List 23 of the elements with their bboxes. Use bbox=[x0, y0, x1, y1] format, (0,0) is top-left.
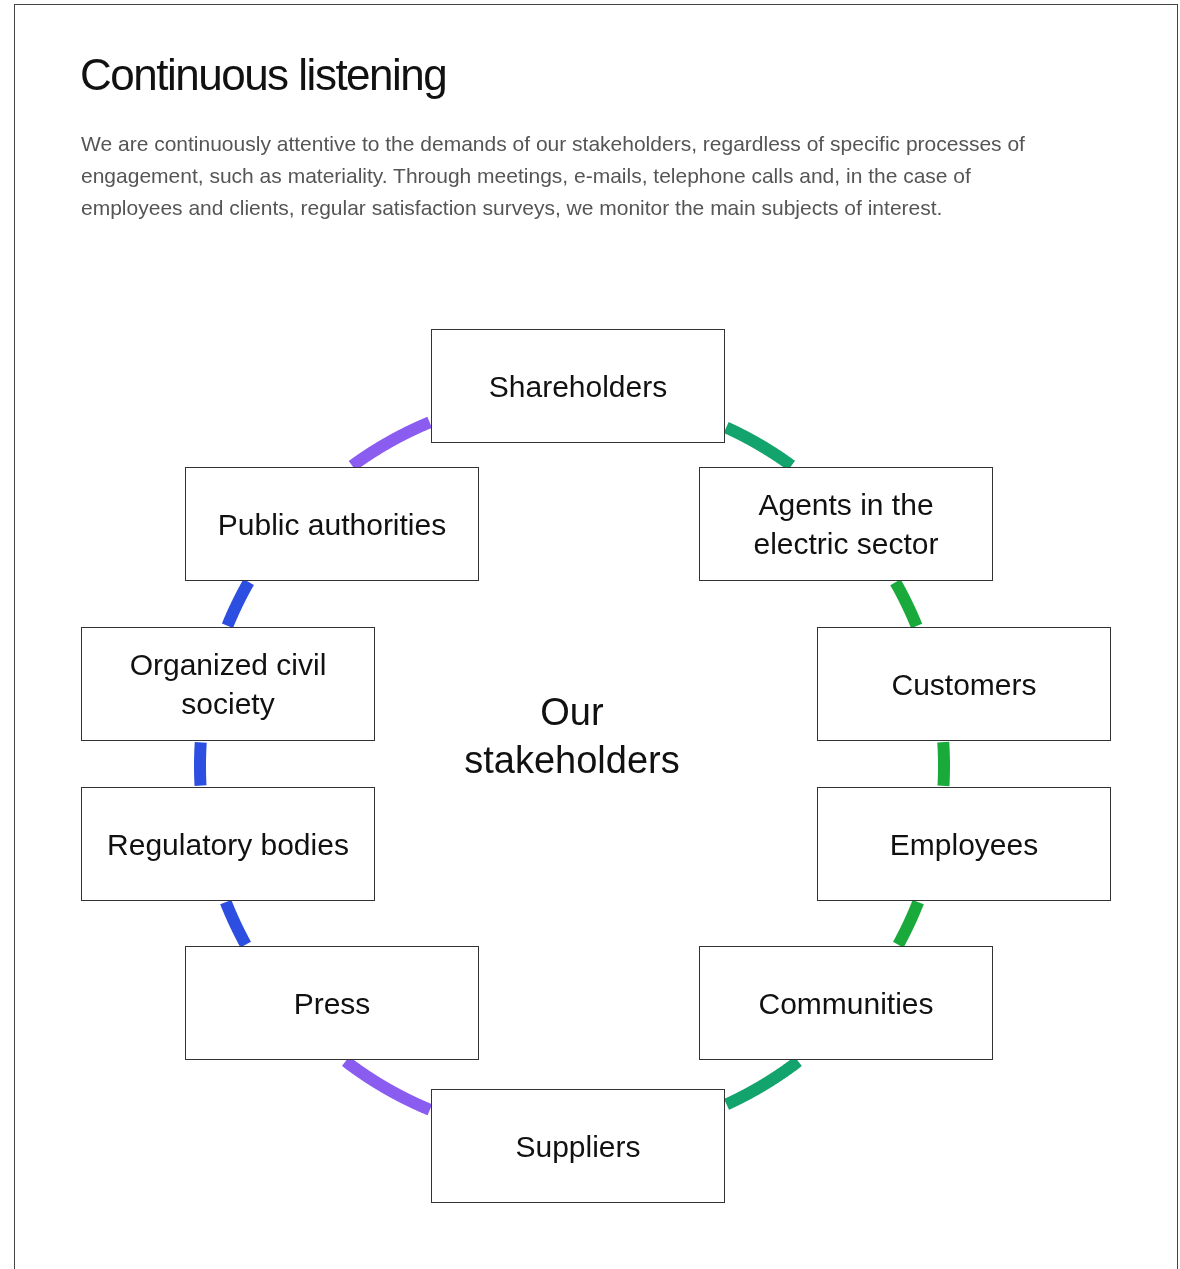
stakeholder-label: Employees bbox=[888, 826, 1040, 863]
stakeholder-label: Shareholders bbox=[487, 368, 669, 405]
stakeholder-box bbox=[81, 787, 375, 901]
stakeholder-label: Suppliers bbox=[514, 1128, 642, 1165]
stakeholder-label: Customers bbox=[890, 666, 1038, 703]
stakeholder-box bbox=[185, 946, 479, 1060]
stakeholder-label: Press bbox=[292, 985, 372, 1022]
stakeholder-box bbox=[431, 1089, 725, 1203]
center-label: Our stakeholders bbox=[463, 690, 681, 783]
stakeholder-label: Regulatory bodies bbox=[106, 826, 350, 863]
stakeholder-box bbox=[817, 627, 1111, 741]
stakeholder-box bbox=[81, 627, 375, 741]
description-paragraph: We are continuously attentive to the demands of our stakeholders, regardless of specific processes of engagement, such as materiality. Through meetings, e-mails, telephone calls and, in the case of employees and clients, regular satisfaction surveys, we monitor the main subjects of interest. bbox=[81, 131, 1026, 221]
stakeholder-box bbox=[699, 946, 993, 1060]
stakeholder-box bbox=[699, 467, 993, 581]
title: Continuous listening bbox=[80, 50, 447, 100]
stakeholder-box bbox=[185, 467, 479, 581]
stakeholder-box bbox=[817, 787, 1111, 901]
stakeholder-label: Agents in the electric sector bbox=[752, 487, 940, 562]
stakeholder-label: Organized civil society bbox=[128, 647, 328, 722]
stakeholder-label: Public authorities bbox=[216, 506, 448, 543]
stakeholder-label: Communities bbox=[757, 985, 935, 1022]
stakeholder-box bbox=[431, 329, 725, 443]
